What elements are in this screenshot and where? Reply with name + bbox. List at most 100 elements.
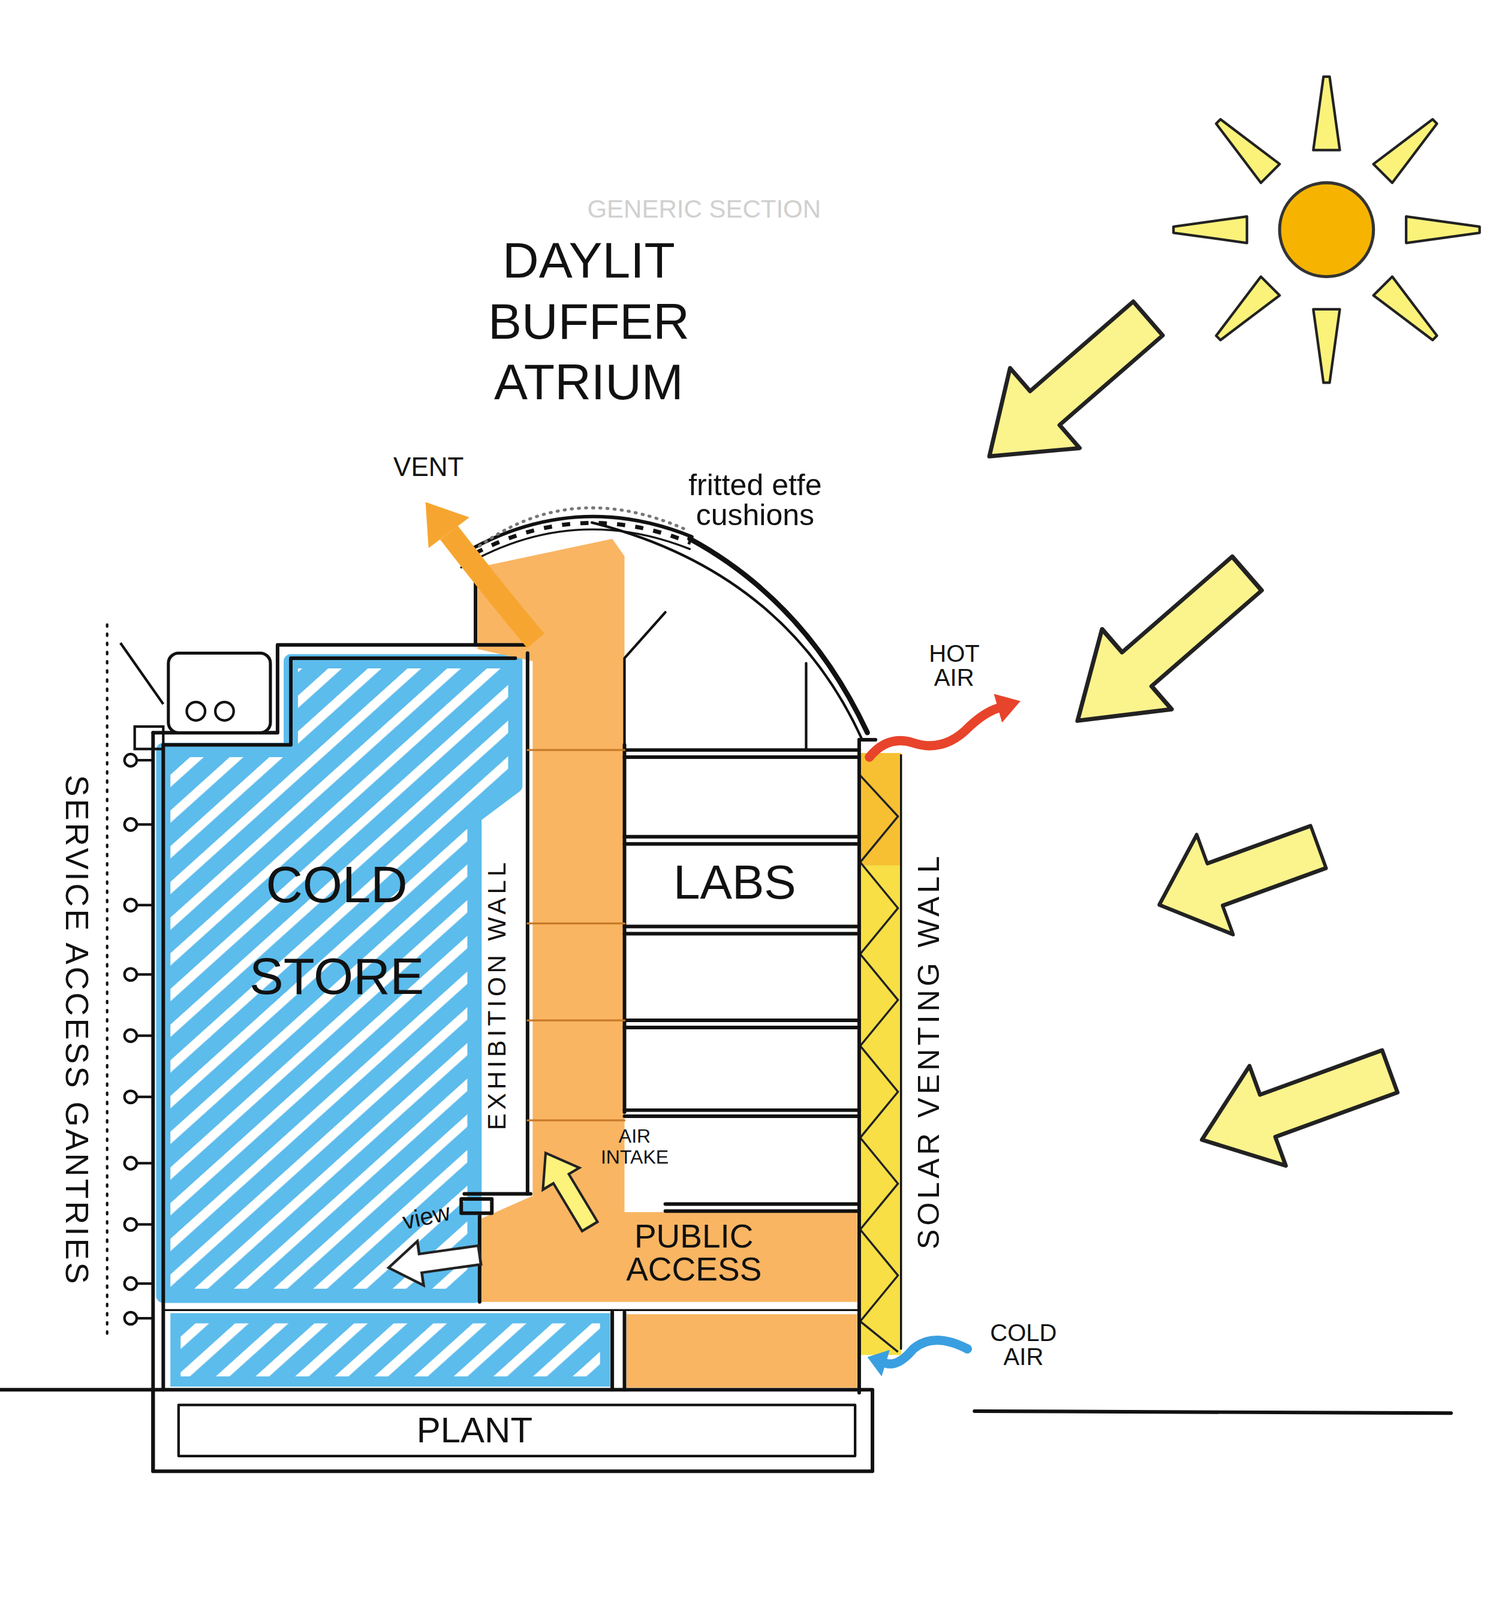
zone-label: LABS <box>673 856 797 909</box>
vent-label: VENT <box>393 452 464 482</box>
gantry-arm <box>136 1162 153 1165</box>
outer-wall <box>151 732 155 1472</box>
cold-store-zone: COLD STORE <box>163 661 516 1297</box>
gantry-symbol <box>124 754 137 767</box>
cold-air-arrow-head <box>867 1350 890 1377</box>
slab-line <box>163 1309 860 1312</box>
solar-wall-zigzag <box>860 775 899 1353</box>
gantry-box <box>134 726 164 749</box>
gantry-arm <box>136 823 153 826</box>
lab-boundary <box>622 745 627 1113</box>
floor-slab <box>624 1110 860 1117</box>
atrium-fill <box>477 539 857 1303</box>
view-label: view <box>400 1198 453 1235</box>
gantry-symbol <box>124 1157 137 1170</box>
sun-disc <box>1279 182 1374 278</box>
floor-slab <box>665 1203 860 1212</box>
cold-air-arrow-body <box>885 1340 968 1365</box>
ground-line <box>0 1388 153 1392</box>
ledge-box <box>461 1199 492 1214</box>
sun-ray <box>1373 276 1445 348</box>
inner-wall <box>161 745 165 1391</box>
ground-line <box>974 1411 1452 1414</box>
roof-rib <box>591 522 863 740</box>
gantry-symbol <box>124 1029 137 1042</box>
floor-slab <box>624 1020 860 1028</box>
view-arrow <box>385 1233 483 1291</box>
sun-ray <box>1373 112 1445 183</box>
plant-outer-box <box>152 1389 873 1472</box>
gantry-label: SERVICE ACCESS GANTRIES <box>58 774 95 1287</box>
gantry-arm <box>136 904 153 907</box>
roof-note: fritted etfe cushions <box>674 470 836 531</box>
sun <box>1173 76 1480 384</box>
vent-arrow-body <box>449 533 537 641</box>
gantry-arm <box>136 1223 153 1226</box>
solar-wall-warm-fill <box>860 753 902 866</box>
sun-ray <box>1406 216 1480 243</box>
gantry-arm <box>136 1317 153 1320</box>
gantry-arm <box>136 1096 153 1099</box>
solar-wall-outer <box>899 755 902 1350</box>
gantry-symbol <box>124 818 137 831</box>
lower-cold-store-fill <box>175 1318 605 1383</box>
gantry-arm <box>136 1282 153 1285</box>
service-gantries <box>107 624 271 1338</box>
zone-label: PLANT <box>416 1410 533 1451</box>
gantry-symbol <box>124 1091 137 1104</box>
roof-plant-unit <box>168 652 271 733</box>
glazed-roof <box>689 539 868 733</box>
floor-slab <box>624 837 860 845</box>
gantry-symbol <box>124 1312 137 1325</box>
zone-label: PUBLIC ACCESS <box>625 1220 762 1287</box>
wall-label: SOLAR VENTING WALL <box>911 852 945 1250</box>
sun-ray <box>1208 276 1280 348</box>
air-intake-arrow <box>527 1142 608 1238</box>
watermark: GENERIC SECTION <box>587 195 821 224</box>
atrium-gallery-line <box>527 750 625 1121</box>
vent-arrow-head <box>425 502 470 549</box>
leader-line <box>120 642 164 704</box>
hot-air-arrow-body <box>869 708 998 758</box>
lower-atrium-fill <box>626 1314 858 1389</box>
floor-slab <box>624 750 860 758</box>
roof-frame <box>624 612 666 751</box>
public-access-zone: PUBLIC ACCESS <box>479 1212 860 1303</box>
ledge-line <box>464 1192 531 1196</box>
gantry-dotted-line <box>106 624 109 1338</box>
wall-label: EXHIBITION WALL <box>483 859 511 1131</box>
sun-ray <box>1313 76 1340 151</box>
air-label: AIR INTAKE <box>600 1126 669 1169</box>
gantry-arm <box>136 1034 153 1037</box>
gantry-symbol <box>124 1277 137 1290</box>
gantry-arm <box>136 973 153 976</box>
gantry-symbol <box>124 968 137 981</box>
sun-ray <box>1208 112 1280 183</box>
plant-box: PLANT <box>152 1389 873 1472</box>
etfe-roof-bottom <box>461 529 690 568</box>
gantry-symbol <box>124 1218 137 1231</box>
gantry-arm <box>136 759 153 762</box>
gantry-symbol <box>124 899 137 912</box>
zone-label: COLD STORE <box>249 838 424 1023</box>
sunlight-arrow <box>1141 797 1337 956</box>
diagram-title: DAYLIT BUFFER ATRIUM <box>488 230 690 414</box>
basement-divider <box>612 1312 625 1390</box>
fan-symbol <box>215 702 234 721</box>
sunlight-arrow <box>1183 1021 1408 1190</box>
sunlight-arrows <box>954 278 1408 1190</box>
sun-ray <box>1173 216 1248 243</box>
labs-zone: LABS <box>624 750 860 1204</box>
sunlight-arrow <box>954 278 1184 497</box>
sun-ray <box>1313 309 1340 384</box>
air-label: HOT AIR <box>928 641 980 690</box>
frit-dots <box>479 507 684 547</box>
air-label: COLD AIR <box>989 1320 1057 1369</box>
air-flow-arrows <box>385 502 1021 1377</box>
cold-store-fill <box>163 661 516 1297</box>
sunlight-arrow <box>1042 533 1282 761</box>
plant-inner-box <box>178 1405 856 1457</box>
